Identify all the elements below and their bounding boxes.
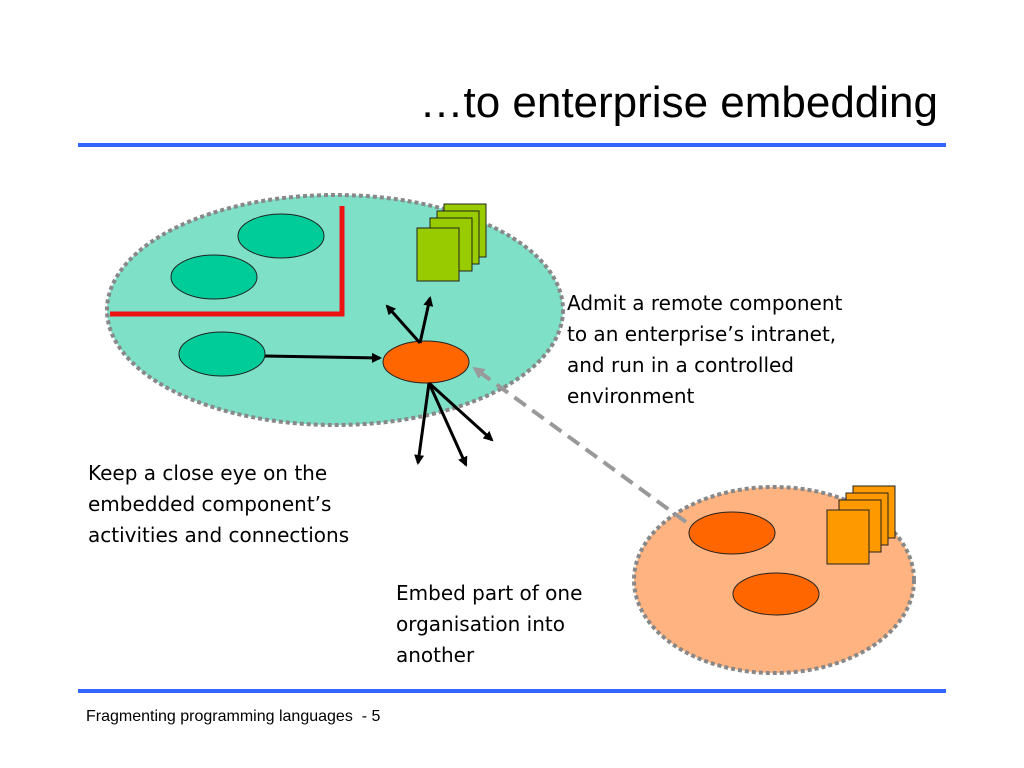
remote-component [688,511,776,555]
caption-monitor-component: Keep a close eye on the embedded compone… [88,461,350,547]
enterprise-component [237,213,325,259]
enterprise-component [178,331,266,377]
activity-arrow [427,381,494,442]
embedded-component [382,340,470,384]
enterprise-document-stack [416,203,487,282]
activity-arrow [418,296,434,344]
caption-admit-remote-component: Admit a remote component to an enterpris… [567,291,843,408]
remote-component [732,572,820,616]
firewall-boundary [110,206,345,317]
enterprise-region [105,193,565,427]
caption-embed-organisation: Embed part of one organisation into anot… [396,581,583,667]
enterprise-component [170,254,258,300]
activity-arrow [427,382,468,467]
slide-title: …to enterprise embedding [419,78,938,127]
footer-divider [78,689,946,693]
slide-footer: Fragmenting programming languages - 5 [86,708,381,725]
remote-document-stack [826,485,896,565]
title-divider [78,143,946,147]
activity-arrow [385,304,422,344]
connection-arrow [264,352,382,363]
activity-arrow [414,382,431,465]
